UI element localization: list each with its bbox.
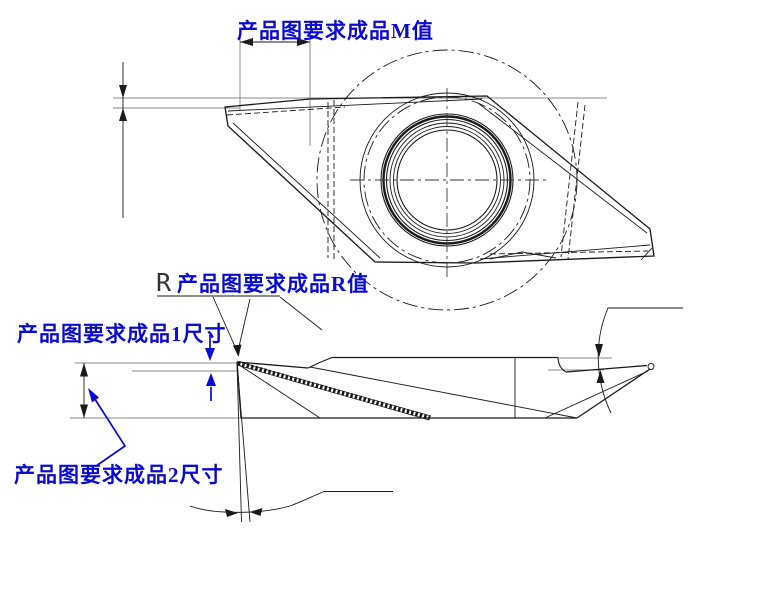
m-dimension: 产品图要求成品M值 xyxy=(237,19,434,46)
right-corner-stock-dimension xyxy=(595,307,683,414)
arrowhead-down xyxy=(80,404,88,418)
dim2-label: 产品图要求成品2尺寸 xyxy=(14,463,224,487)
hidden-edge-top xyxy=(226,106,346,116)
body-outline xyxy=(236,356,655,421)
hidden-edge-right-1 xyxy=(560,101,579,258)
chamfer-bottom-edge xyxy=(479,244,651,260)
angle-arc xyxy=(189,491,393,513)
dim1-callout: 产品图要求成品1尺寸 xyxy=(17,322,227,401)
leader-arrowhead xyxy=(233,344,242,357)
hidden-edge-bottom xyxy=(489,250,649,255)
arrowhead-right xyxy=(297,38,310,46)
leader-line-2 xyxy=(237,298,251,352)
bottom-notch-detail xyxy=(489,251,557,260)
stock-height-dimension xyxy=(119,62,127,218)
right-top-edge xyxy=(565,364,648,373)
r-callout-prefix: R xyxy=(156,268,172,297)
chamfer-left-edge xyxy=(232,122,381,259)
facet-diagonal-long xyxy=(309,366,578,419)
r-callout-label: 产品图要求成品R值 xyxy=(177,272,369,296)
inscribed-circle xyxy=(316,49,578,311)
blue-leader-arrowhead xyxy=(88,388,99,403)
arrowhead-up xyxy=(80,363,88,377)
arrowhead-down xyxy=(119,85,127,98)
arrowhead-down xyxy=(595,344,603,358)
hidden-edges xyxy=(226,100,649,260)
fillet-radius xyxy=(307,356,333,369)
outline-polygon xyxy=(224,95,655,264)
leader-curve xyxy=(597,307,612,414)
right-flank-edge xyxy=(576,368,651,419)
extension-lines-top xyxy=(113,34,607,146)
clearance-angle-dimension xyxy=(189,361,393,523)
insert-outline xyxy=(224,95,655,264)
grinding-land-hatched xyxy=(237,360,431,421)
step-fillet xyxy=(557,357,567,373)
top-view: 产品图要求成品M值 xyxy=(113,19,655,311)
arrowhead-up xyxy=(119,108,127,121)
nose-top-edge xyxy=(236,361,309,369)
facet-diagonal-short xyxy=(236,363,321,419)
blue-arrowhead-down xyxy=(205,348,215,361)
annotations: R 产品图要求成品R值 产品图要求成品1尺寸 产品图要求成品2尺寸 xyxy=(14,268,369,487)
r-callout: R 产品图要求成品R值 xyxy=(156,268,369,357)
side-view xyxy=(70,307,683,523)
right-tip-radius xyxy=(647,363,655,370)
arrowhead-up xyxy=(596,370,605,383)
arrowhead-left xyxy=(240,38,253,46)
thickness-dimension xyxy=(80,363,88,418)
corner-detail xyxy=(640,247,653,261)
flank-construction-line-2 xyxy=(236,361,251,523)
hole-bore xyxy=(396,129,498,231)
chamfer-right-edge xyxy=(477,102,648,234)
dim1-label: 产品图要求成品1尺寸 xyxy=(17,322,227,346)
blue-leader xyxy=(94,399,127,467)
extension-lines-side xyxy=(70,357,612,419)
leader-line-1 xyxy=(212,296,238,352)
m-dimension-label: 产品图要求成品M值 xyxy=(237,19,434,43)
flank-construction-line-1 xyxy=(236,361,242,523)
arrowhead-right xyxy=(225,509,238,517)
centerlines xyxy=(350,88,546,280)
right-inner-facet xyxy=(544,370,649,419)
leader-line-3 xyxy=(279,296,323,331)
chamfer-top-edge xyxy=(227,98,483,112)
grinding-land-border-lower xyxy=(238,365,430,421)
grinding-land-border-upper xyxy=(237,361,432,417)
dim2-callout: 产品图要求成品2尺寸 xyxy=(14,388,224,487)
hidden-edge-right-2 xyxy=(567,104,586,260)
arrowhead-left xyxy=(249,508,263,516)
blue-arrowhead-up xyxy=(206,373,216,386)
